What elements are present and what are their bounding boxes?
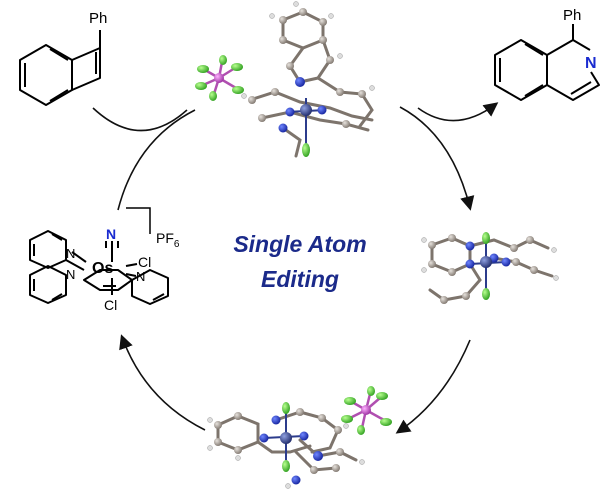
pf6-anion-top <box>195 55 244 101</box>
arrow-isoquinoline-release <box>417 102 499 122</box>
isoquinoline-n-label: N <box>585 55 597 72</box>
arrow-top-right <box>399 106 475 211</box>
arrow-indene-entry <box>92 107 188 132</box>
os-metal-label: Os <box>92 260 113 277</box>
os-nitrido-n-label: N <box>106 226 116 242</box>
osmium-nitrido-complex <box>29 230 169 305</box>
pf6-anion-bottom <box>341 386 392 435</box>
crystal-structure-top <box>241 1 375 158</box>
counterion-label: PF6 <box>156 230 180 250</box>
os-cl-right-label: Cl <box>138 254 151 270</box>
arrow-top-left <box>117 109 196 211</box>
arrow-bottom-left <box>119 334 206 431</box>
title-line-1: Single Atom <box>233 231 366 257</box>
os-n-right-label: N <box>136 269 145 284</box>
os-cl-bottom-label: Cl <box>104 297 117 313</box>
counterion-bracket <box>126 207 151 234</box>
crystal-structure-right <box>421 232 559 304</box>
os-n-left-bottom-label: N <box>66 267 75 282</box>
crystal-structure-bottom <box>207 402 365 489</box>
cycle-arrows <box>92 102 499 434</box>
arrow-bottom-right <box>395 339 471 434</box>
title-line-2: Editing <box>261 266 339 292</box>
isoquinoline-structure <box>494 24 600 101</box>
isoquinoline-ph-label: Ph <box>563 7 581 24</box>
os-n-left-top-label: N <box>66 246 75 261</box>
indene-structure <box>19 30 101 106</box>
indene-ph-label: Ph <box>89 10 107 27</box>
